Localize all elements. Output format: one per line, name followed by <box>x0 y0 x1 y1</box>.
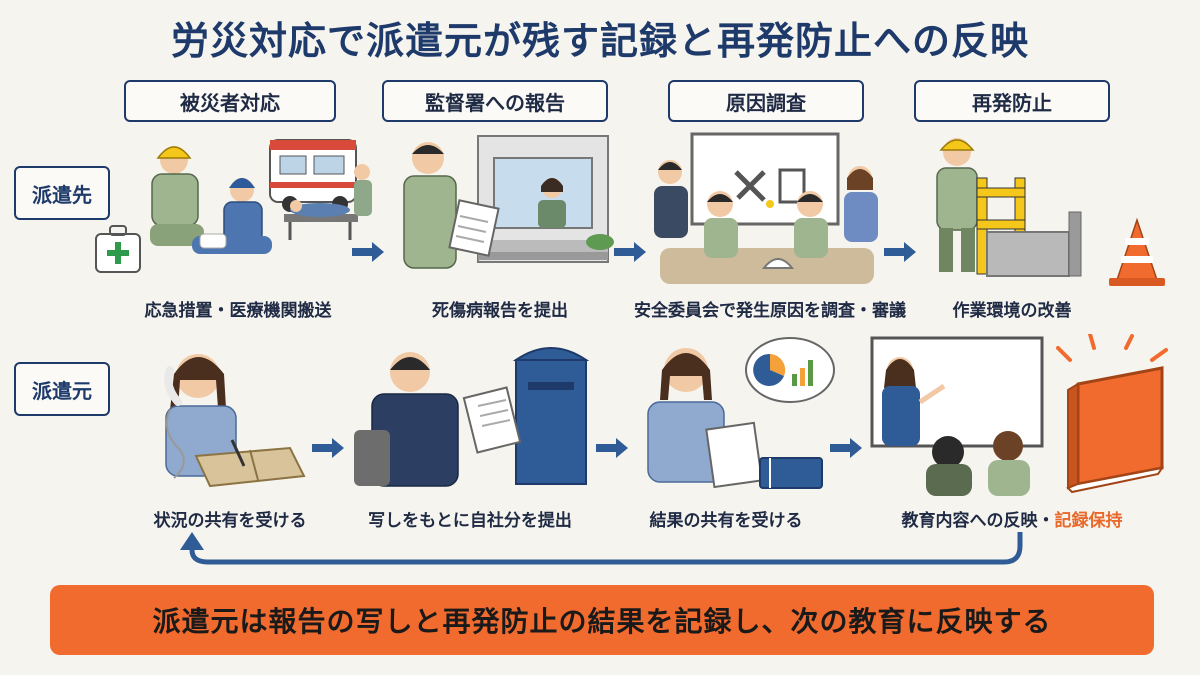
scene-record-book <box>1056 334 1168 494</box>
scene-mail-copy <box>354 347 590 487</box>
caption-reflect-text: 教育内容への反映・ <box>901 511 1055 531</box>
caption-reflect-education: 教育内容への反映・記録保持 <box>862 506 1162 531</box>
row-label-dispatcher: 派遣元 <box>14 362 110 416</box>
caption-record-keeping: 記録保持 <box>1054 511 1123 531</box>
caption-share-results: 結果の共有を受ける <box>649 511 803 531</box>
pie-chart-icon <box>745 337 835 403</box>
caption-first-aid: 応急措置・医療機関搬送 <box>144 301 332 321</box>
scene-first-aid <box>95 139 372 273</box>
feedback-loop-arrow <box>180 532 1023 565</box>
caption-committee: 安全委員会で発生原因を調査・審議 <box>634 301 906 321</box>
stage-header-victim-care: 被災者対応 <box>124 80 336 122</box>
document-icon <box>448 199 500 257</box>
scene-report-submission <box>403 135 614 269</box>
scene-environment-improvement <box>936 138 1165 286</box>
caption-report-submitted: 死傷病報告を提出 <box>432 301 568 321</box>
ambulance-icon <box>269 139 357 212</box>
row-label-host: 派遣先 <box>14 166 110 220</box>
stage-header-investigation: 原因調査 <box>668 80 864 122</box>
caption-share-status: 状況の共有を受ける <box>153 511 307 531</box>
arrow-bottom-3 <box>830 438 862 458</box>
first-aid-kit-icon <box>95 225 141 273</box>
phone-icon <box>164 366 185 479</box>
caption-submit-own: 写しをもとに自社分を提出 <box>368 511 572 531</box>
tools-icon <box>734 168 806 208</box>
document-icon <box>462 386 522 454</box>
arrow-bottom-2 <box>596 438 628 458</box>
stage-header-prevention: 再発防止 <box>914 80 1110 122</box>
arrow-top-1 <box>352 242 384 262</box>
arrow-top-3 <box>884 242 916 262</box>
stage-header-report: 監督署への報告 <box>382 80 608 122</box>
arrow-top-2 <box>614 242 646 262</box>
scene-safety-committee <box>654 132 878 284</box>
traffic-cone-icon <box>1109 217 1165 286</box>
record-book-icon <box>1066 366 1165 494</box>
scene-phone-call <box>164 354 306 488</box>
mailbox-icon <box>512 347 590 485</box>
caption-environment: 作業環境の改善 <box>952 301 1072 321</box>
scene-receive-results <box>647 337 835 489</box>
page-title: 労災対応で派遣元が残す記録と再発防止への反映 <box>170 19 1029 63</box>
scene-training <box>870 336 1044 496</box>
summary-banner: 派遣元は報告の写しと再発防止の結果を記録し、次の教育に反映する <box>50 585 1154 655</box>
arrow-bottom-1 <box>312 438 344 458</box>
binder-icon <box>759 457 823 489</box>
